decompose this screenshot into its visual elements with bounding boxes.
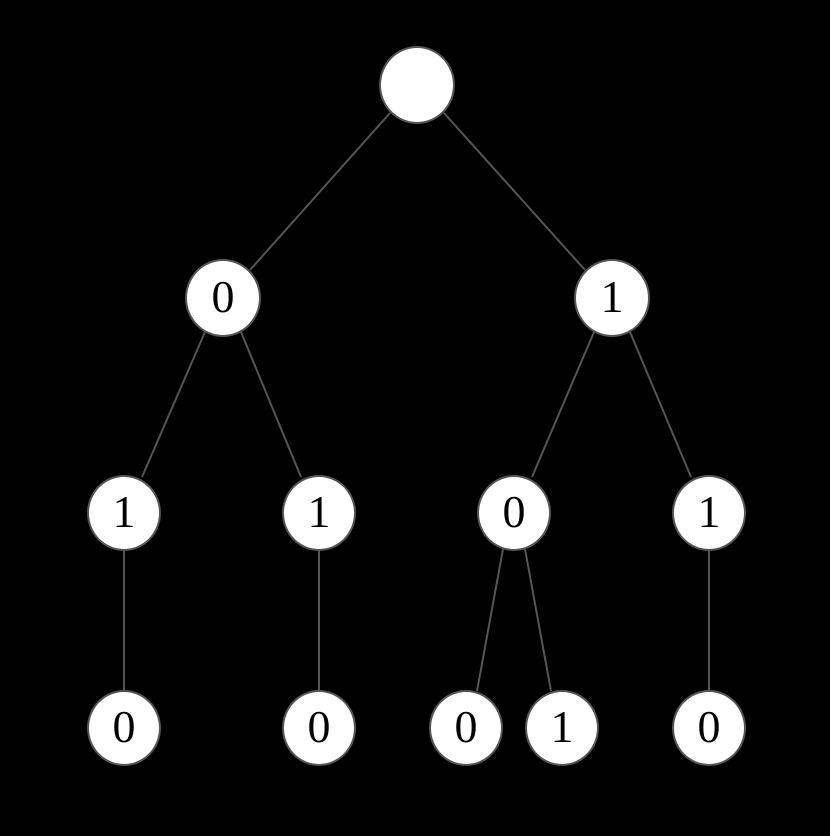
tree-edge-n-r-n-rl bbox=[531, 331, 595, 478]
tree-edge-n-l-n-ll bbox=[141, 331, 206, 478]
tree-node-n-lr[interactable]: 1 bbox=[282, 475, 356, 551]
tree-node-label-n-rl: 0 bbox=[502, 486, 526, 537]
tree-node-label-n-rlb: 1 bbox=[550, 701, 574, 752]
tree-edge-n-rl-n-rla bbox=[476, 548, 504, 692]
tree-node-n-rra[interactable]: 0 bbox=[672, 690, 746, 766]
tree-node-label-n-lla: 0 bbox=[112, 701, 136, 752]
tree-node-n-lla[interactable]: 0 bbox=[87, 690, 161, 766]
tree-node-label-n-r: 1 bbox=[600, 271, 624, 322]
tree-edge-n-rl-n-rlb bbox=[524, 548, 552, 692]
tree-node-label-n-rla: 0 bbox=[454, 701, 478, 752]
tree-node-label-n-rra: 0 bbox=[697, 701, 721, 752]
tree-node-n-rlb[interactable]: 1 bbox=[525, 690, 599, 766]
tree-node-n-rl[interactable]: 0 bbox=[477, 475, 551, 551]
tree-node-label-n-lra: 0 bbox=[307, 701, 331, 752]
tree-node-n-rla[interactable]: 0 bbox=[429, 690, 503, 766]
tree-edge-root-n-l bbox=[249, 112, 391, 271]
tree-node-label-n-rr: 1 bbox=[697, 486, 721, 537]
tree-edge-n-r-n-rr bbox=[629, 331, 692, 478]
tree-node-n-ll[interactable]: 1 bbox=[87, 475, 161, 551]
tree-node-n-lra[interactable]: 0 bbox=[282, 690, 356, 766]
tree-node-label-n-lr: 1 bbox=[307, 486, 331, 537]
tree-edge-root-n-r bbox=[443, 112, 586, 271]
tree-edge-n-l-n-lr bbox=[240, 331, 302, 478]
tree-node-label-n-ll: 1 bbox=[112, 486, 136, 537]
tree-node-n-rr[interactable]: 1 bbox=[672, 475, 746, 551]
tree-node-n-r[interactable]: 1 bbox=[574, 259, 650, 337]
tree-node-root[interactable] bbox=[379, 46, 455, 124]
tree-node-label-n-l: 0 bbox=[211, 271, 235, 322]
tree-node-n-l[interactable]: 0 bbox=[185, 259, 261, 337]
